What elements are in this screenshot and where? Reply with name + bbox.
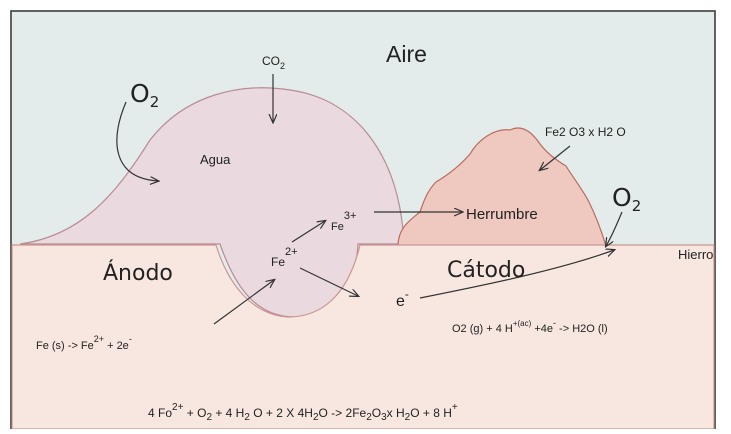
electron-label: e- [396, 287, 409, 310]
o2-right-arrow [606, 211, 623, 246]
fe2-to-fe3-arrow [291, 221, 325, 243]
co2-label: CO2 [262, 54, 285, 71]
o2-left-arrow [116, 101, 158, 181]
rust-formula-label: Fe2 O3 x H2 O [545, 125, 626, 139]
cathode-equation: O2 (g) + 4 H+(ac) +4e- -> H2O (l) [452, 318, 608, 335]
hierro-label: Hierro [678, 247, 713, 262]
water-label: Agua [200, 152, 231, 167]
herrumbre-label: Herrumbre [466, 206, 538, 223]
catodo-label: Cátodo [447, 258, 525, 283]
fe3-label: Fe3+ [331, 210, 356, 233]
fe2-label: Fe2+ [271, 246, 298, 269]
iron-block [11, 244, 715, 430]
overall-equation: 4 Fo2+ + O2 + 4 H2 O + 2 X 4H2O -> 2Fe2O… [148, 402, 458, 423]
air-label: Aire [386, 41, 427, 67]
anode-to-fe2-arrow [213, 280, 274, 325]
anode-equation: Fe (s) -> Fe2+ + 2e- [36, 334, 132, 352]
anodo-label: Ánodo [103, 260, 173, 286]
electron-to-cathode-arrow [419, 250, 614, 299]
rust-formula-arrow [540, 145, 571, 170]
electron-flow-arrow [299, 267, 358, 296]
rust-deposit [397, 127, 607, 247]
o2-right-label: O2 [612, 183, 641, 215]
o2-left-label: O2 [130, 79, 159, 111]
